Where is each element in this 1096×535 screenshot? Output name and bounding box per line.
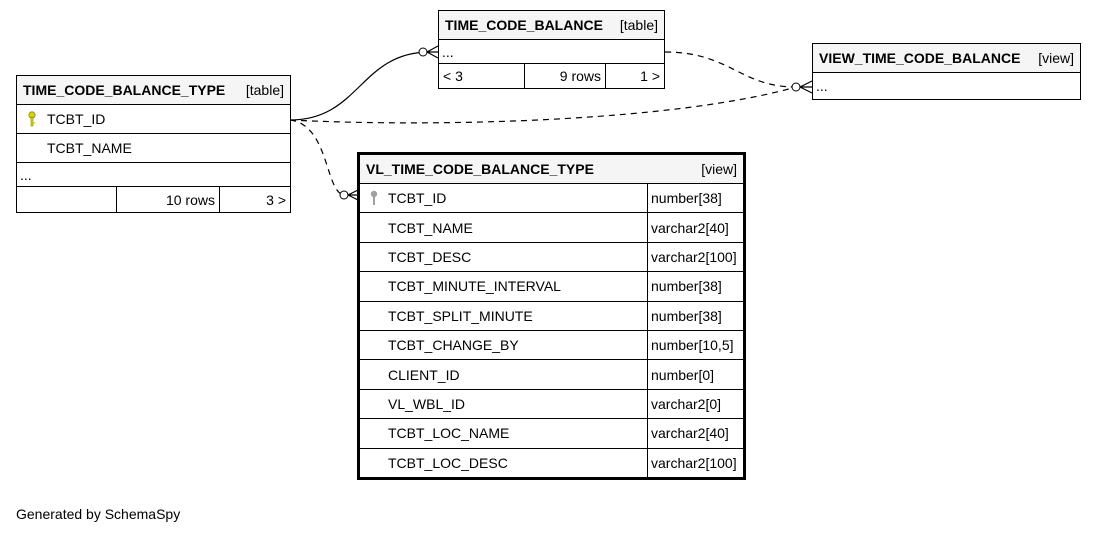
view-time-code-balance[interactable]: VIEW_TIME_CODE_BALANCE [view] ... xyxy=(812,43,1081,100)
column-name[interactable]: TCBT_LOC_NAME xyxy=(388,425,510,442)
column-row: TCBT_NAME xyxy=(17,134,290,163)
key-icon xyxy=(17,111,47,127)
table-name[interactable]: TIME_CODE_BALANCE_TYPE xyxy=(23,82,226,98)
ellipsis-row: ... xyxy=(17,163,290,187)
column-name[interactable]: VL_WBL_ID xyxy=(388,395,466,412)
ellipsis-row: ... xyxy=(813,73,1080,98)
column-row: TCBT_NAME varchar2[40] xyxy=(360,213,743,243)
ellipsis-row: ... xyxy=(439,40,664,64)
column-type: varchar2[40] xyxy=(647,213,743,242)
relationship-tcbt-to-tcb xyxy=(289,51,431,121)
column-row: TCBT_ID xyxy=(17,105,290,134)
column-type: number[38] xyxy=(647,301,743,330)
relationship-view-optional-marker xyxy=(791,82,801,92)
column-name[interactable]: TCBT_ID xyxy=(47,111,106,127)
relationship-vl-optional-marker xyxy=(339,190,349,200)
table-header: TIME_CODE_BALANCE_TYPE [table] xyxy=(17,76,290,105)
table-time-code-balance-type[interactable]: TIME_CODE_BALANCE_TYPE [table] TCBT_ID T… xyxy=(16,75,291,213)
column-type: number[38] xyxy=(647,272,743,301)
relationship-tcbt-to-tcb-optional-marker xyxy=(418,47,428,57)
column-name[interactable]: TCBT_CHANGE_BY xyxy=(388,337,519,354)
column-type: number[10,5] xyxy=(647,330,743,360)
column-type: number[0] xyxy=(647,360,743,389)
table-footer: 10 rows 3 > xyxy=(17,187,290,212)
column-name[interactable]: TCBT_NAME xyxy=(388,219,473,236)
column-type: varchar2[100] xyxy=(647,242,743,272)
column-name[interactable]: TCBT_DESC xyxy=(388,248,472,265)
ellipsis: ... xyxy=(442,43,454,60)
column-type: varchar2[0] xyxy=(647,389,743,419)
column-row: TCBT_DESC varchar2[100] xyxy=(360,242,743,273)
column-row: TCBT_LOC_NAME varchar2[40] xyxy=(360,419,743,449)
table-header: VIEW_TIME_CODE_BALANCE [view] xyxy=(813,44,1080,73)
children-link[interactable]: 3 > xyxy=(266,191,286,208)
table-kind: [table] xyxy=(619,17,658,33)
relationship-tcb-to-view xyxy=(664,51,797,88)
table-footer: < 3 9 rows 1 > xyxy=(439,64,664,88)
children-link[interactable]: 1 > xyxy=(640,68,660,84)
table-kind: [table] xyxy=(245,82,284,98)
relationship-view-crowfoot xyxy=(799,80,813,94)
row-count: 9 rows xyxy=(525,64,606,88)
column-name[interactable]: TCBT_ID xyxy=(388,190,447,207)
table-header: VL_TIME_CODE_BALANCE_TYPE [view] xyxy=(360,155,743,184)
relationship-vl-crowfoot xyxy=(347,189,359,201)
column-row: TCBT_MINUTE_INTERVAL number[38] xyxy=(360,272,743,302)
column-name[interactable]: TCBT_MINUTE_INTERVAL xyxy=(388,278,561,295)
column-row: CLIENT_ID number[0] xyxy=(360,360,743,390)
ellipsis: ... xyxy=(20,166,32,183)
relationship-tcbt-to-vl xyxy=(289,119,346,196)
table-header: TIME_CODE_BALANCE [table] xyxy=(439,11,664,40)
table-time-code-balance[interactable]: TIME_CODE_BALANCE [table] ... < 3 9 rows… xyxy=(438,10,665,89)
ellipsis: ... xyxy=(816,77,828,94)
column-name[interactable]: TCBT_NAME xyxy=(47,140,132,156)
column-row: VL_WBL_ID varchar2[0] xyxy=(360,389,743,420)
column-name[interactable]: TCBT_LOC_DESC xyxy=(388,455,508,472)
key-icon xyxy=(360,190,388,206)
parents-link[interactable]: < 3 xyxy=(439,64,525,88)
table-kind: [view] xyxy=(1038,50,1074,66)
table-name[interactable]: VIEW_TIME_CODE_BALANCE xyxy=(819,50,1021,66)
column-name[interactable]: CLIENT_ID xyxy=(388,366,460,383)
parents-link[interactable] xyxy=(17,187,117,212)
column-row: TCBT_LOC_DESC varchar2[100] xyxy=(360,448,743,478)
column-row: TCBT_CHANGE_BY number[10,5] xyxy=(360,330,743,361)
relationship-tcbt-to-view xyxy=(289,86,797,124)
view-vl-time-code-balance-type[interactable]: VL_TIME_CODE_BALANCE_TYPE [view] TCBT_ID… xyxy=(357,152,746,480)
table-name[interactable]: VL_TIME_CODE_BALANCE_TYPE xyxy=(366,161,594,177)
column-name[interactable]: TCBT_SPLIT_MINUTE xyxy=(388,307,533,324)
column-row: TCBT_ID number[38] xyxy=(360,184,743,214)
column-row: TCBT_SPLIT_MINUTE number[38] xyxy=(360,301,743,331)
row-count: 10 rows xyxy=(117,187,220,212)
generated-by-text: Generated by SchemaSpy xyxy=(16,506,181,522)
table-kind: [view] xyxy=(701,161,737,177)
relationship-tcbt-to-tcb-crowfoot xyxy=(426,45,439,59)
column-type: number[38] xyxy=(647,184,743,213)
column-type: varchar2[40] xyxy=(647,419,743,448)
column-type: varchar2[100] xyxy=(647,448,743,478)
table-name[interactable]: TIME_CODE_BALANCE xyxy=(445,17,603,33)
